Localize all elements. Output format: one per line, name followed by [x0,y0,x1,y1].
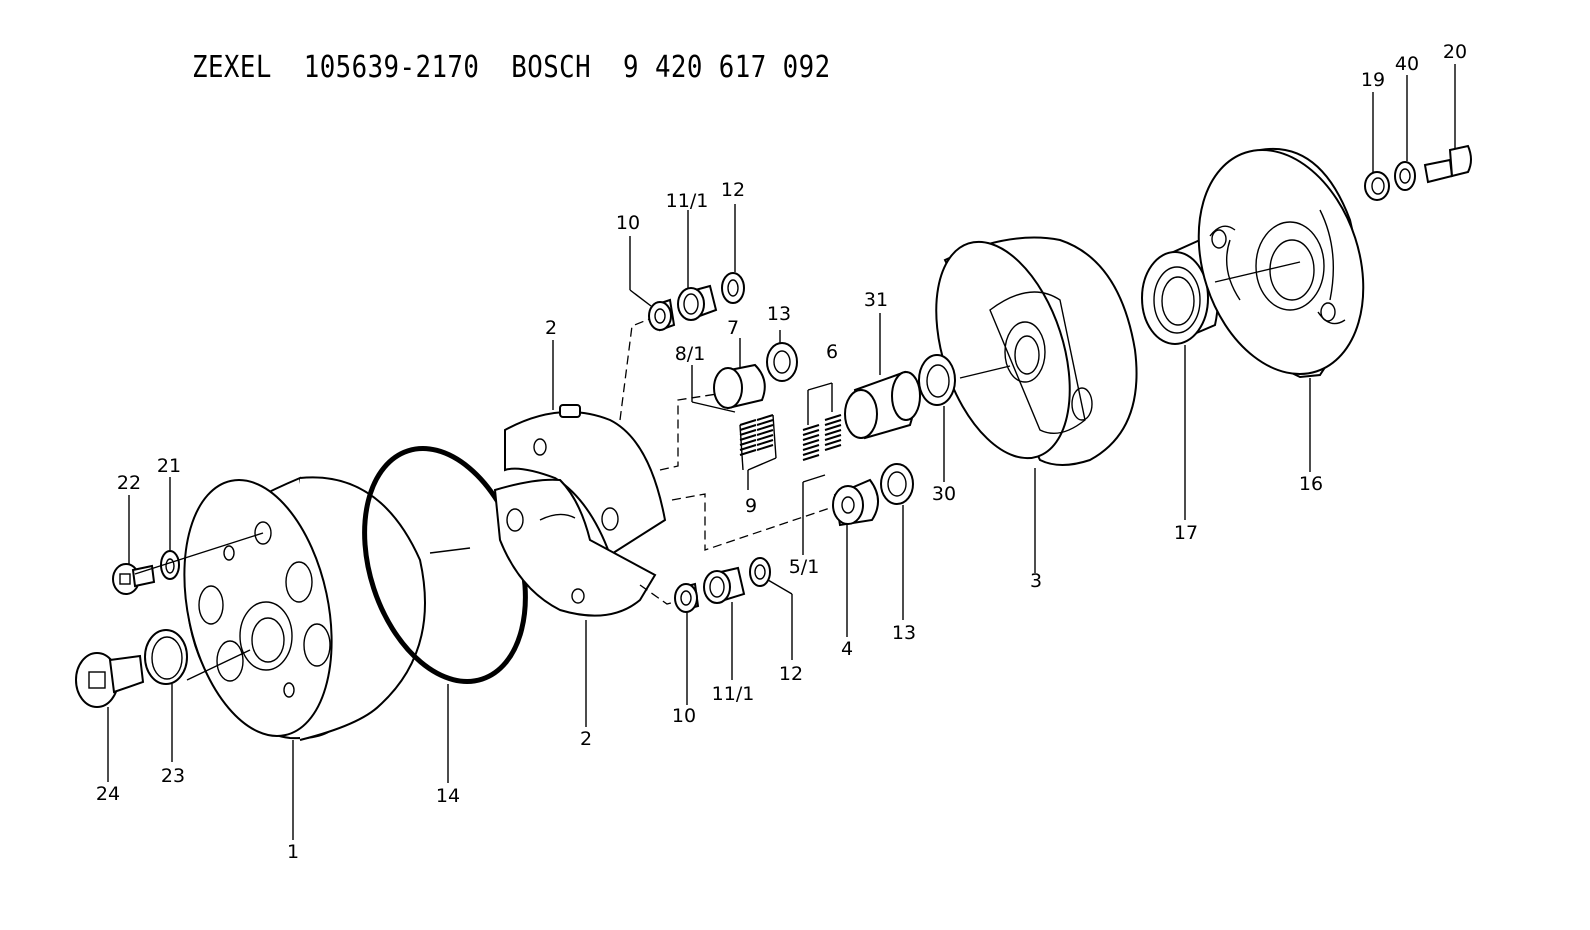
label-16: 16 [1299,473,1323,495]
label-21: 21 [157,455,181,477]
part-24-plug [75,652,145,708]
label-2-bottom: 2 [580,728,592,750]
label-5-1: 5/1 [789,556,820,578]
label-10-top: 10 [616,212,640,234]
label-40: 40 [1395,53,1419,75]
title-part-bosch: 9 420 617 092 [623,50,831,85]
label-23: 23 [161,765,185,787]
part-16-cover [1197,147,1365,379]
label-9: 9 [745,495,757,517]
part-6-springs [802,414,842,461]
label-12-bottom: 12 [779,663,803,685]
label-19: 19 [1361,69,1385,91]
part-9-springs [739,414,777,471]
part-40-washer [1394,161,1416,191]
title-brand-bosch: BOSCH [511,50,592,85]
part-10-upper-bushing [648,298,676,332]
title-part-zexel: 105639-2170 [303,50,480,85]
axis-line-screw [134,532,264,575]
label-11-1-bottom: 11/1 [712,683,755,705]
label-11-1-top: 11/1 [666,190,709,212]
part-4-lower-block [832,478,879,527]
label-30: 30 [932,483,956,505]
axis-line-left [186,649,251,681]
label-17: 17 [1174,522,1198,544]
part-1-housing [183,476,471,741]
label-20: 20 [1443,41,1467,63]
part-13-upper-washer [766,342,798,382]
label-3: 3 [1030,570,1042,592]
label-14: 14 [436,785,460,807]
label-7: 7 [727,317,739,339]
part-11-1-upper-sleeve [677,284,718,321]
part-12-upper-washer [721,272,745,304]
label-6: 6 [826,341,838,363]
diagram-title: ZEXEL 105639-2170 BOSCH 9 420 617 092 [192,50,831,85]
label-4: 4 [841,638,853,660]
label-22: 22 [117,472,141,494]
label-10-bottom: 10 [672,705,696,727]
label-1: 1 [287,841,299,863]
part-2-flyweight-carrier [493,317,831,617]
part-30-washer [918,354,956,406]
part-19-nut [1364,171,1390,201]
part-11-1-lower-sleeve [703,566,746,604]
part-7-upper-block [713,363,766,410]
part-22-screw [112,563,156,595]
part-10-lower-bushing [674,582,700,613]
label-31: 31 [864,289,888,311]
part-labels: 1 2 2 3 4 5/1 6 7 8/1 9 10 10 11/1 11/1 … [96,41,1467,863]
label-13-bottom: 13 [892,622,916,644]
part-13-lower-washer [880,463,914,505]
label-12-top: 12 [721,179,745,201]
part-31-sleeve [844,370,921,440]
part-12-lower-washer [749,557,771,587]
part-23-ring [144,629,188,685]
leader-lines [107,64,1456,840]
part-3-cup [935,236,1138,466]
label-13-top: 13 [767,303,791,325]
part-20-bolt [1423,144,1472,184]
title-brand-zexel: ZEXEL [192,50,272,85]
label-24: 24 [96,783,120,805]
label-8-1: 8/1 [675,343,706,365]
label-2-top: 2 [545,317,557,339]
